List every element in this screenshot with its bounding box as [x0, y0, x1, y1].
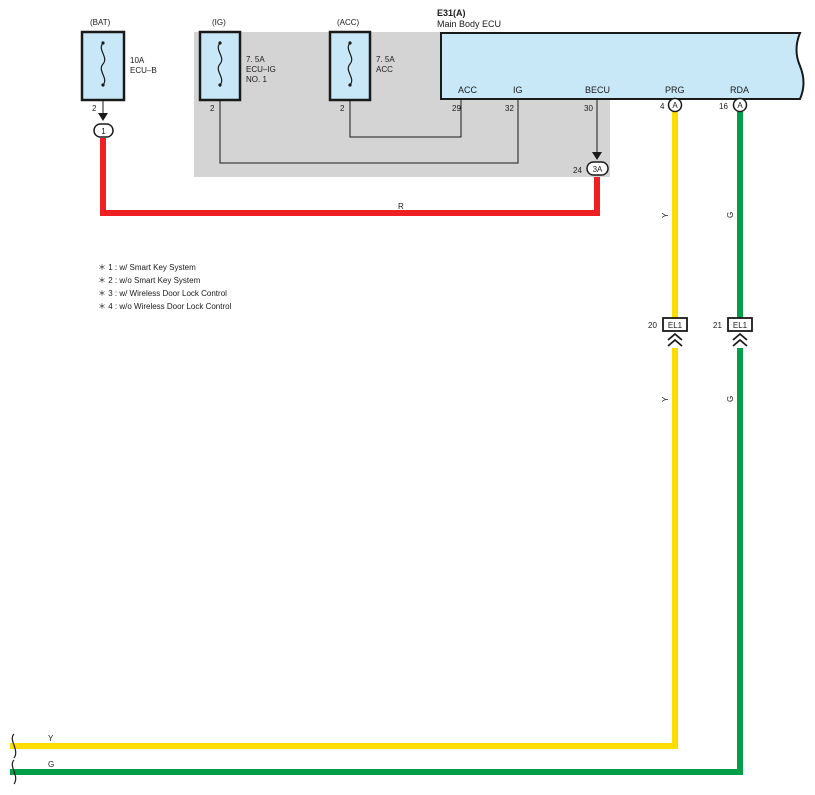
wire-label-yellow: Y [661, 212, 670, 218]
fuse-name-ecu-b: ECU–B [130, 66, 157, 75]
main-body-ecu: E31(A) Main Body ECU ACC IG BECU PRG RDA [437, 8, 805, 100]
ecu-pin-label-ig: IG [513, 85, 523, 95]
wire-green-lower [10, 348, 743, 775]
ecu-pin-number-29: 29 [452, 104, 461, 113]
ecu-pin-label-prg: PRG [665, 85, 685, 95]
splice-label: 3A [593, 165, 603, 174]
connector-number: 21 [713, 321, 722, 330]
wire-ig [219, 100, 519, 164]
note-item: ＊ 4 : w/o Wireless Door Lock Control [98, 302, 232, 311]
fuse-ecu-b: (BAT) 10A ECU–B 2 [80, 18, 157, 113]
ecu-code: E31(A) [437, 8, 466, 18]
ecu-pin-number-32: 32 [505, 104, 514, 113]
wire-label-red: R [398, 202, 404, 211]
splice-label: 1 [101, 127, 106, 136]
fuse-source-ig: (IG) [212, 18, 226, 27]
ecu-pin-number-30: 30 [584, 104, 593, 113]
ecu-pin-number-4: 4 [660, 102, 665, 111]
fuse-name-acc: ACC [376, 65, 393, 74]
splice-3a: 24 3A [573, 161, 609, 176]
wire-break-icon [11, 733, 17, 785]
fuse-name-ecu-ig: ECU–IG [246, 65, 276, 74]
fuse-source-acc: (ACC) [337, 18, 360, 27]
fuse-pin-ecu-b: 2 [92, 104, 97, 113]
wire-label-yellow: Y [48, 734, 54, 743]
ecu-connector-rda: A [732, 97, 748, 113]
note-item: ＊ 1 : w/ Smart Key System [98, 263, 196, 272]
connector-el1-green: 21 EL1 [713, 317, 753, 347]
wire-label-green: G [726, 396, 735, 402]
note-item: ＊ 2 : w/o Smart Key System [98, 276, 201, 285]
connector-number: 20 [648, 321, 657, 330]
note-item: ＊ 3 : w/ Wireless Door Lock Control [98, 289, 227, 298]
fuse-rating-ecu-b: 10A [130, 56, 145, 65]
fuse-icon [100, 42, 106, 86]
ecu-pin-number-16: 16 [719, 102, 728, 111]
fuse-rating-ecu-ig: 7. 5A [246, 55, 265, 64]
fuse-source-bat: (BAT) [90, 18, 111, 27]
wire-label-yellow: Y [661, 396, 670, 402]
ecu-name: Main Body ECU [437, 19, 501, 29]
ecu-pin-label-acc: ACC [458, 85, 478, 95]
fuse-name2-ecu-ig: NO. 1 [246, 75, 267, 84]
ecu-connector-prg: A [667, 97, 683, 113]
connector-letter: A [672, 101, 678, 110]
arrow-down-icon [592, 152, 602, 160]
arrow-down-icon [98, 113, 108, 121]
ecu-pin-label-rda: RDA [730, 85, 749, 95]
fuse-icon [347, 42, 353, 86]
connector-letter: A [737, 101, 743, 110]
fuse-rating-acc: 7. 5A [376, 55, 395, 64]
ecu-pin-label-becu: BECU [585, 85, 610, 95]
connector-label: EL1 [668, 321, 683, 330]
wire-acc [349, 100, 462, 138]
wire-red [100, 138, 600, 216]
fuse-pin-acc: 2 [340, 104, 345, 113]
wire-label-green: G [726, 212, 735, 218]
wire-label-green: G [48, 760, 54, 769]
notes: ＊ 1 : w/ Smart Key System ＊ 2 : w/o Smar… [98, 263, 232, 311]
splice-number: 24 [573, 166, 582, 175]
connector-el1-yellow: 20 EL1 [648, 317, 688, 347]
wire-yellow-lower [10, 348, 678, 749]
fuse-pin-ecu-ig: 2 [210, 104, 215, 113]
fuse-icon [217, 42, 223, 86]
connector-label: EL1 [733, 321, 748, 330]
splice-1: 1 [93, 123, 114, 138]
